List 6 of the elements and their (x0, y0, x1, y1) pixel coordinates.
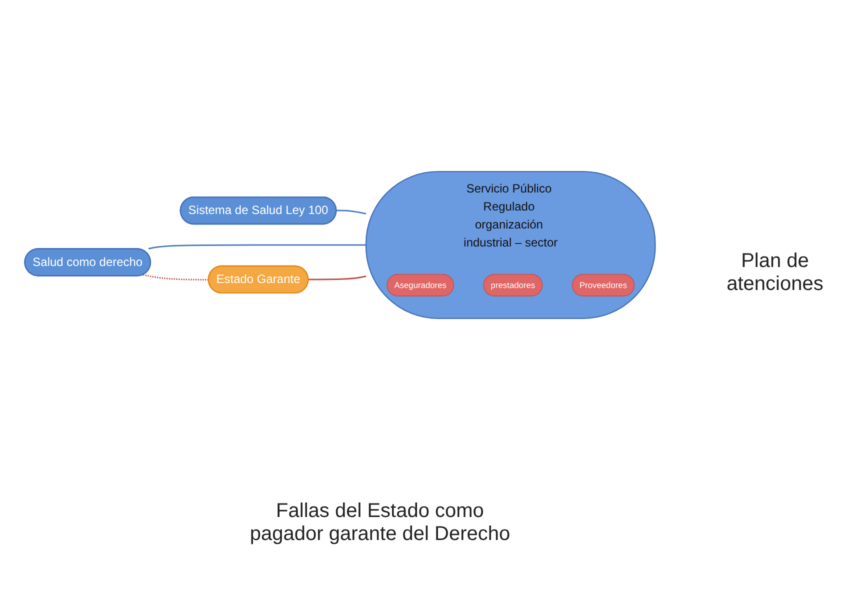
note-text: Plan de atenciones (726, 250, 824, 296)
connector (148, 244, 366, 250)
connector (336, 210, 366, 214)
connector (308, 276, 366, 280)
connector (142, 274, 209, 280)
note-text: Fallas del Estado como pagador garante del Derecho (248, 500, 512, 546)
